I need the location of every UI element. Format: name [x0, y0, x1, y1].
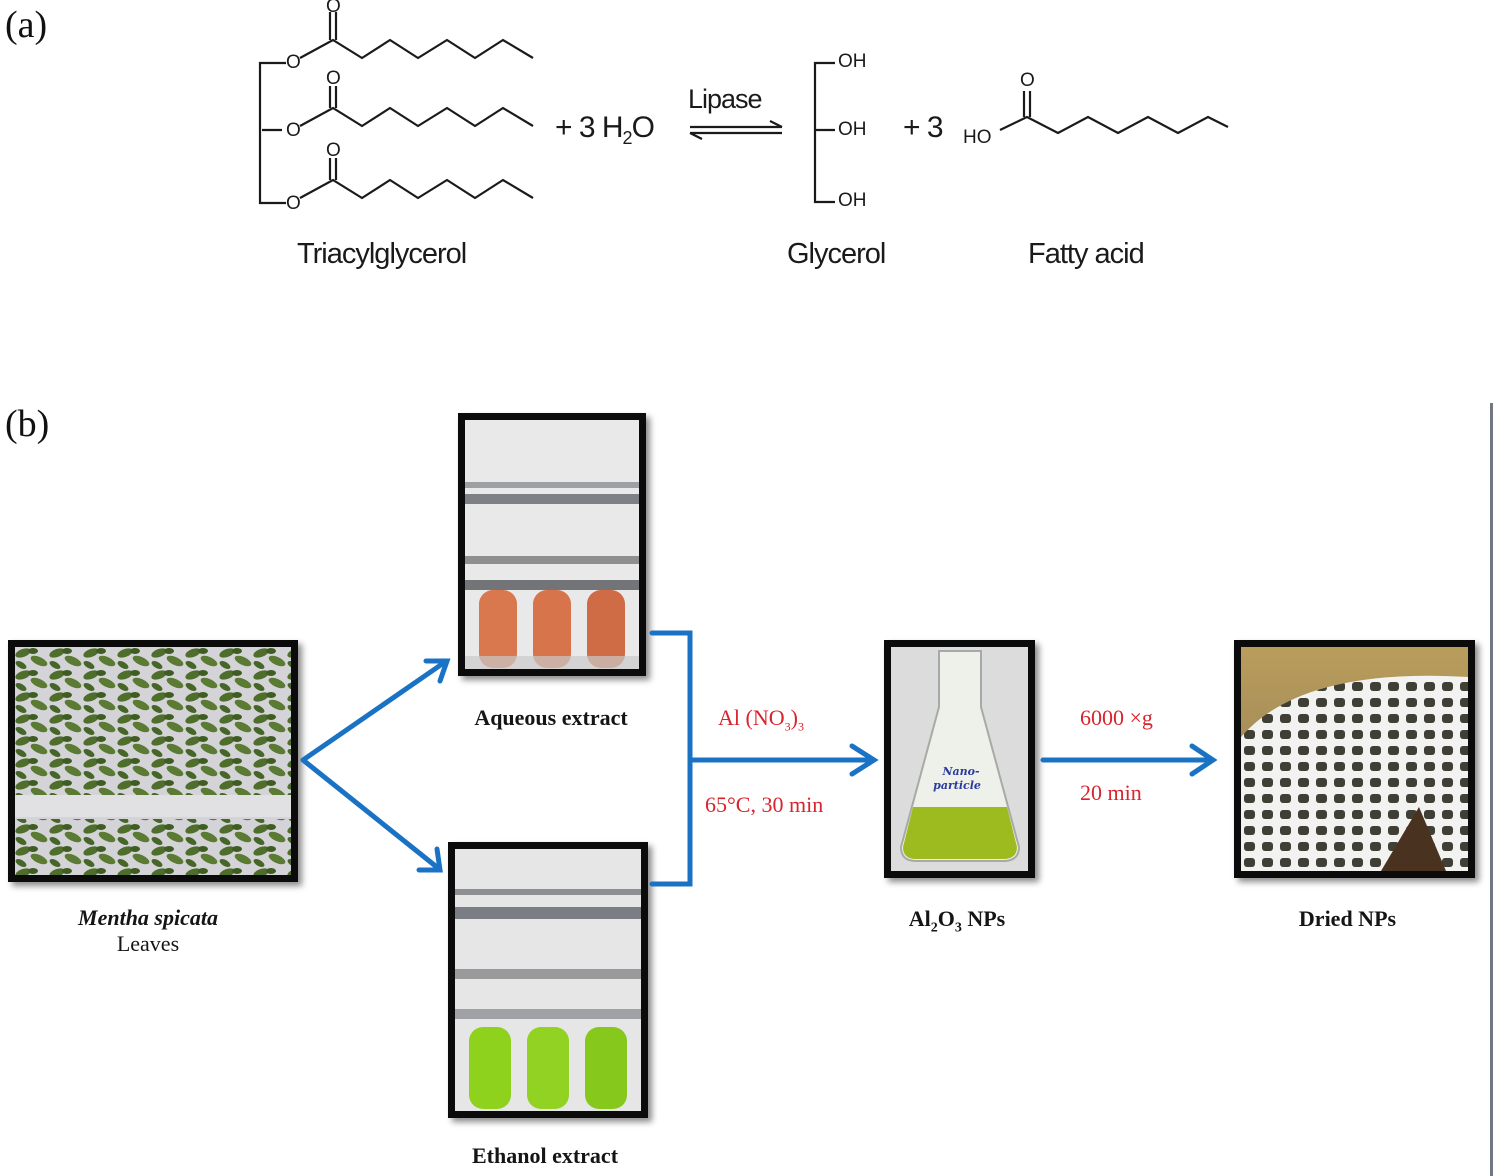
water-suffix: O: [631, 111, 655, 144]
centrifuge-condition: 6000 ×g: [1080, 705, 1153, 730]
glycerol-backbone-bond: [258, 61, 286, 205]
glycerol-oh-1: OH: [838, 51, 867, 72]
ethanol-extract-photo: [448, 842, 648, 1118]
ester-oxygen-3: O: [286, 193, 301, 214]
aqueous-extract-photo: [458, 413, 646, 676]
panel-b-label: (b): [5, 403, 50, 445]
carbonyl-bond-1: [328, 12, 338, 40]
arrowhead-dried: [1189, 743, 1218, 777]
ethanol-extract-caption: Ethanol extract: [471, 1143, 619, 1168]
dried-nps-image: [1241, 647, 1468, 871]
reverse-arrow: [689, 131, 782, 140]
fatty-acid-chain: [999, 115, 1229, 135]
ester-oxygen-1: O: [286, 52, 301, 73]
aqueous-tubes-image: [465, 420, 639, 669]
panel-a-label: (a): [5, 4, 48, 46]
arrow-to-ethanol: [300, 757, 441, 871]
forward-arrow: [690, 120, 783, 129]
nps-suffix: NPs: [961, 906, 1006, 931]
flask-handwriting-1: Nano-: [941, 765, 980, 778]
leaves-image: [15, 647, 291, 875]
reagent-prefix: Al (NO: [718, 705, 785, 730]
carbonyl-bond-2: [328, 86, 338, 108]
acyl-chain-2: [299, 106, 534, 128]
fatty-acid-carbonyl: [1022, 91, 1032, 117]
carbonyl-bond-3: [328, 158, 338, 180]
glycerol-skeleton: [813, 61, 835, 204]
water-subscript: 2: [622, 128, 633, 148]
right-border-line: [1490, 403, 1493, 1176]
aqueous-extract-caption: Aqueous extract: [474, 705, 628, 730]
nps-sub-2: 2: [930, 920, 938, 936]
al2o3-nps-caption: Al2O3 NPs: [877, 906, 1037, 936]
heat-condition: 65°C, 30 min: [705, 792, 824, 817]
fatty-acid-carbonyl-oxygen: O: [1020, 70, 1035, 91]
ester-oxygen-2: O: [286, 120, 301, 141]
triacylglycerol-label: Triacylglycerol: [297, 238, 467, 270]
nps-al: Al: [908, 906, 931, 931]
reagent-condition: Al (NO3)3: [718, 705, 804, 734]
fatty-acid-label: Fatty acid: [1028, 238, 1145, 270]
dried-nps-photo: [1234, 640, 1475, 878]
carbonyl-oxygen-1: O: [326, 0, 341, 17]
lipase-label: Lipase: [688, 84, 763, 114]
water-term: + 3 H2O: [555, 111, 655, 149]
glycerol-oh-2: OH: [838, 119, 867, 140]
arrowhead-ethanol: [416, 846, 443, 873]
species-name: Mentha spicata: [78, 905, 218, 930]
fatty-acid-ho: HO: [963, 127, 992, 148]
reagent-sub2: 3: [797, 719, 804, 734]
leaves-word: Leaves: [116, 931, 180, 956]
mentha-leaves-photo: [8, 640, 298, 882]
merge-bracket: [649, 630, 693, 887]
flask-handwriting-2: particle: [933, 779, 981, 792]
nps-o: O: [937, 906, 955, 931]
carbonyl-oxygen-3: O: [326, 140, 341, 161]
glycerol-label: Glycerol: [787, 238, 886, 270]
al2o3-nps-flask-photo: Nano- particle: [884, 640, 1035, 878]
dried-nps-caption: Dried NPs: [1298, 906, 1397, 931]
ethanol-tubes-image: [455, 849, 641, 1111]
reagent-suffix: ): [790, 705, 798, 730]
arrowhead-aqueous: [423, 658, 451, 684]
coefficient-3: + 3: [903, 111, 944, 144]
acyl-chain-3: [299, 178, 534, 200]
glycerol-oh-3: OH: [838, 190, 867, 211]
arrow-to-aqueous: [300, 659, 448, 763]
arrowhead-flask: [849, 743, 879, 777]
flask-image: Nano- particle: [891, 647, 1028, 871]
reaction-scheme: [258, 12, 1229, 205]
leaves-caption: Mentha spicata Leaves: [28, 905, 268, 957]
carbonyl-oxygen-2: O: [326, 68, 341, 89]
reagent-sub: 3: [784, 719, 791, 734]
nps-sub-3: 3: [954, 920, 962, 936]
acyl-chain-1: [299, 38, 534, 60]
water-prefix: + 3 H: [555, 111, 624, 144]
time-condition: 20 min: [1080, 780, 1142, 805]
